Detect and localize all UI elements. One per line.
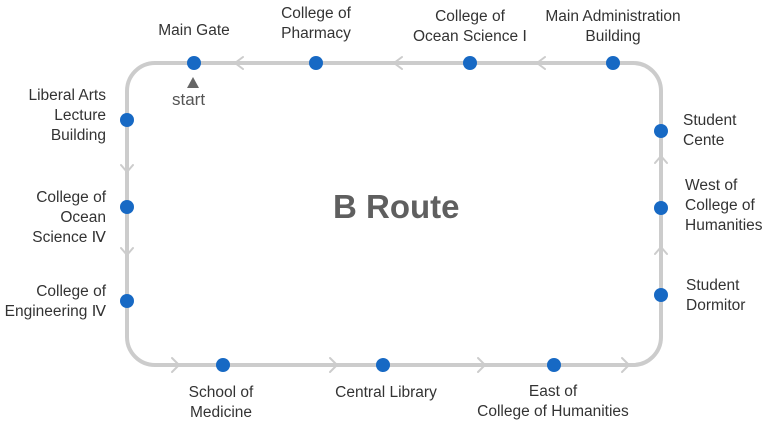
stop-central-library[interactable]: [376, 358, 390, 372]
stop-main-administration-building[interactable]: [606, 56, 620, 70]
direction-arrow-icon: [234, 56, 244, 70]
direction-arrow-icon: [171, 357, 180, 373]
stop-label-main-gate: Main Gate: [158, 22, 230, 39]
stop-college-of-engineering-4[interactable]: [120, 294, 134, 308]
stop-label-college-of-engineering-4: College of Engineering Ⅳ: [4, 283, 106, 320]
direction-arrow-icon: [536, 56, 546, 70]
stop-college-of-ocean-science-4[interactable]: [120, 200, 134, 214]
stop-east-of-college-of-humanities[interactable]: [547, 358, 561, 372]
direction-arrow-icon: [654, 246, 668, 255]
direction-arrow-icon: [477, 357, 486, 373]
route-title: B Route: [333, 188, 460, 225]
stop-label-student-dormitory: Student Dormitor: [686, 277, 746, 314]
stop-liberal-arts-lecture-building[interactable]: [120, 113, 134, 127]
start-label: start: [172, 90, 206, 109]
stop-college-of-pharmacy[interactable]: [309, 56, 323, 70]
stop-west-of-college-of-humanities[interactable]: [654, 201, 668, 215]
stop-label-central-library: Central Library: [335, 384, 437, 401]
direction-arrow-icon: [621, 357, 630, 373]
stop-label-student-center: Student Cente: [683, 112, 737, 149]
stop-label-west-of-college-of-humanities: West of College of Humanities: [685, 177, 763, 234]
direction-arrow-icon: [654, 155, 668, 164]
stop-college-of-ocean-science-1[interactable]: [463, 56, 477, 70]
stop-label-college-of-ocean-science-4: College of Ocean Science Ⅳ: [32, 189, 106, 246]
stop-label-east-of-college-of-humanities: East of College of Humanities: [477, 383, 629, 420]
stop-label-liberal-arts-lecture-building: Liberal Arts Lecture Building: [28, 87, 106, 144]
stop-student-center[interactable]: [654, 124, 668, 138]
stop-label-main-administration-building: Main Administration Building: [545, 8, 681, 45]
stop-school-of-medicine[interactable]: [216, 358, 230, 372]
direction-arrow-icon: [120, 164, 134, 173]
direction-arrow-icon: [120, 247, 134, 256]
stop-label-school-of-medicine: School of Medicine: [188, 384, 254, 421]
stop-label-college-of-pharmacy: College of Pharmacy: [281, 5, 351, 42]
direction-arrow-icon: [393, 56, 403, 70]
stop-label-college-of-ocean-science-1: College of Ocean Science Ⅰ: [413, 8, 527, 45]
stop-student-dormitory[interactable]: [654, 288, 668, 302]
direction-arrow-icon: [329, 357, 338, 373]
stop-main-gate[interactable]: [187, 56, 201, 70]
start-marker-icon: [187, 77, 199, 88]
